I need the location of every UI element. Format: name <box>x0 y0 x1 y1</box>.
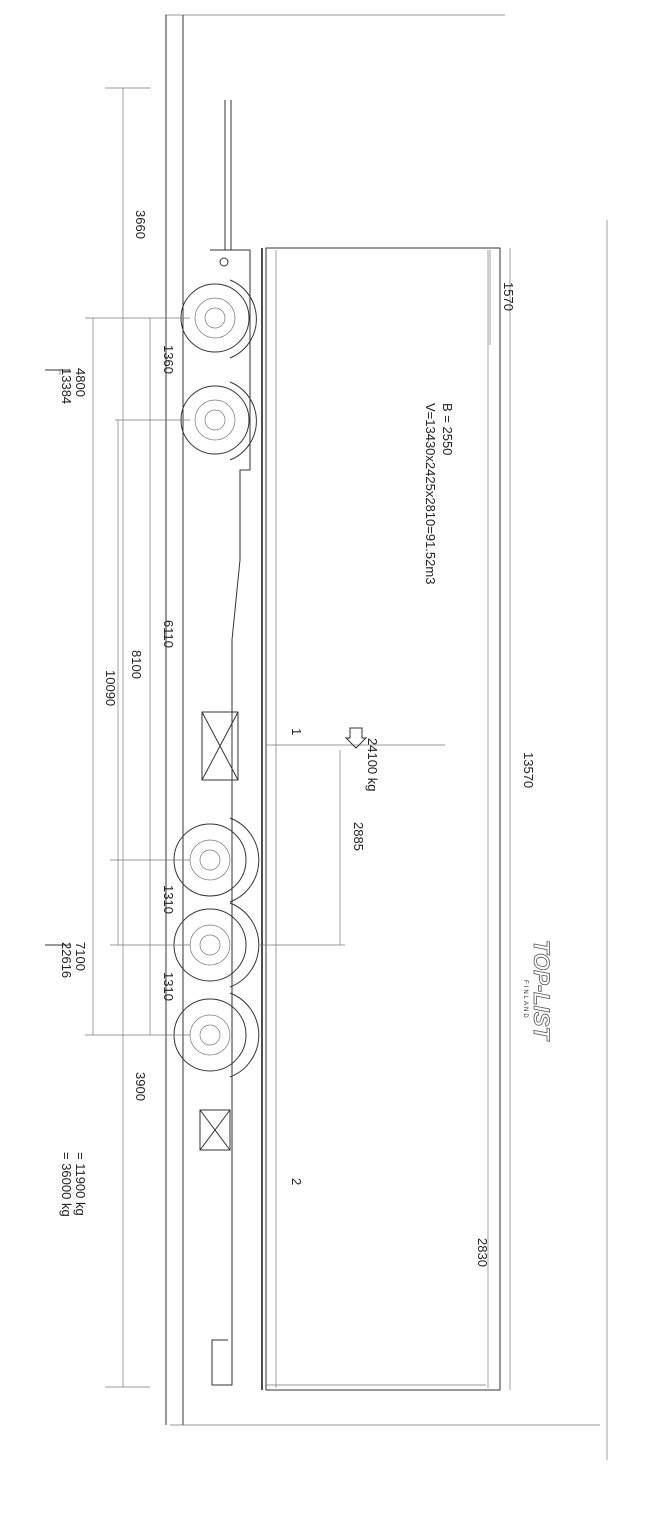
wheel-front-1 <box>180 279 257 359</box>
dim-body-length: 13570 <box>521 752 536 788</box>
spare-box <box>199 1109 231 1151</box>
chassis <box>210 100 251 1386</box>
gross-weight: = 36000 kg <box>59 1152 74 1217</box>
trailer-body <box>261 247 501 1391</box>
wheel-front-2 <box>180 381 257 461</box>
front-axle-total: 13384 <box>59 368 74 404</box>
marker-2: 2 <box>289 1178 304 1185</box>
wheels <box>173 279 260 1078</box>
spec-volume: V=13430x2425x2810=91.52m3 <box>423 403 438 584</box>
dim-load-center-offset: 2885 <box>351 822 366 851</box>
rear-axle-total: 22616 <box>59 942 74 978</box>
dim-front-axle-spacing: 1360 <box>161 345 176 374</box>
dim-body-height: 2830 <box>475 1238 490 1267</box>
dim-front-overhang: 3660 <box>133 210 148 239</box>
payload-label: 24100 kg <box>365 738 380 792</box>
toplist-logo: TOP-LIST FINLAND <box>522 940 554 1042</box>
front-axle-load: 4800 <box>73 368 88 397</box>
dim-front-height-mark: 1570 <box>501 282 516 311</box>
support-leg-box <box>201 711 239 781</box>
marker-1: 1 <box>289 728 304 735</box>
svg-text:TOP-LIST: TOP-LIST <box>529 940 554 1041</box>
dim-rear-axle-spacing-2: 1310 <box>161 972 176 1001</box>
dim-kingpin-to-mid-axle: 8100 <box>129 650 144 679</box>
dimension-lines <box>45 87 511 1390</box>
dim-axle-group-distance: 6110 <box>161 620 176 648</box>
tare-weight: = 11900 kg <box>73 1152 88 1216</box>
drawing-frame <box>165 14 608 1460</box>
spec-width: B = 2550 <box>440 403 455 455</box>
dim-overall-axle-span: 10090 <box>103 670 118 706</box>
dim-rear-axle-spacing-1: 1310 <box>161 885 176 914</box>
dim-rear-overhang: 3900 <box>133 1072 148 1101</box>
rear-axle-load: 7100 <box>73 942 88 971</box>
svg-text:FINLAND: FINLAND <box>522 980 528 1020</box>
